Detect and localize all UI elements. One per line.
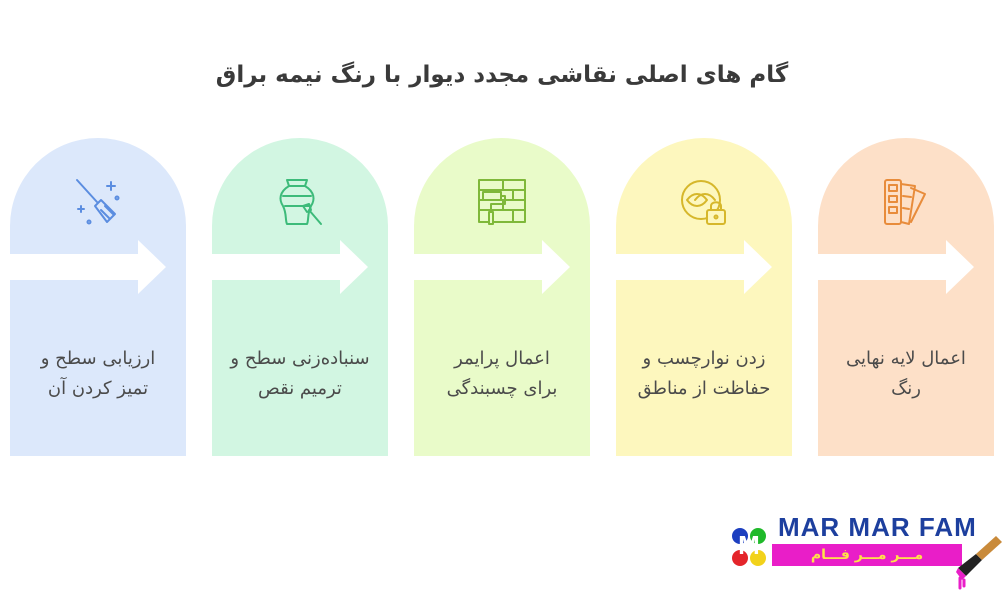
- step-card-5: اعمال لایه نهایی رنگ: [818, 138, 994, 456]
- step-card-1: ارزیابی سطح و تمیز کردن آن: [10, 138, 186, 456]
- flow-arrow-4: [606, 240, 772, 294]
- step-label-5: اعمال لایه نهایی رنگ: [846, 348, 966, 399]
- logo-mark-icon: M: [732, 528, 766, 566]
- flow-arrow-1: [0, 240, 166, 294]
- logo-name: MAR MAR FAM: [778, 512, 977, 542]
- step-card-3: اعمال پرایمر برای چسبندگی: [414, 138, 590, 456]
- broom-sparkle-icon: [71, 176, 125, 230]
- step-label-1: ارزیابی سطح و تمیز کردن آن: [40, 348, 156, 399]
- step-label-3: اعمال پرایمر برای چسبندگی: [446, 348, 558, 399]
- step-label-2: سنباده‌زنی سطح و ترمیم نقص: [230, 348, 370, 399]
- step-label-4: زدن نوارچسب و حفاظت از مناطق: [637, 348, 771, 399]
- flow-arrow-3: [404, 240, 570, 294]
- marmarfam-logo: M MAR MAR FAM مـــر مـــر فـــام: [728, 508, 1004, 594]
- vase-brush-icon: [273, 176, 327, 230]
- paint-roller-wall-icon: [475, 176, 529, 230]
- color-swatches-icon: [879, 176, 933, 230]
- logo-subtitle: مـــر مـــر فـــام: [772, 544, 962, 566]
- svg-text:M: M: [738, 530, 760, 560]
- flow-arrow-5: [808, 240, 974, 294]
- eye-lock-icon: [677, 176, 731, 230]
- step-card-4: زدن نوارچسب و حفاظت از مناطق: [616, 138, 792, 456]
- step-card-2: سنباده‌زنی سطح و ترمیم نقص: [212, 138, 388, 456]
- paintbrush-icon: [956, 536, 1002, 590]
- flow-arrow-2: [202, 240, 368, 294]
- page-title: گام های اصلی نقاشی مجدد دیوار با رنگ نیم…: [215, 62, 789, 88]
